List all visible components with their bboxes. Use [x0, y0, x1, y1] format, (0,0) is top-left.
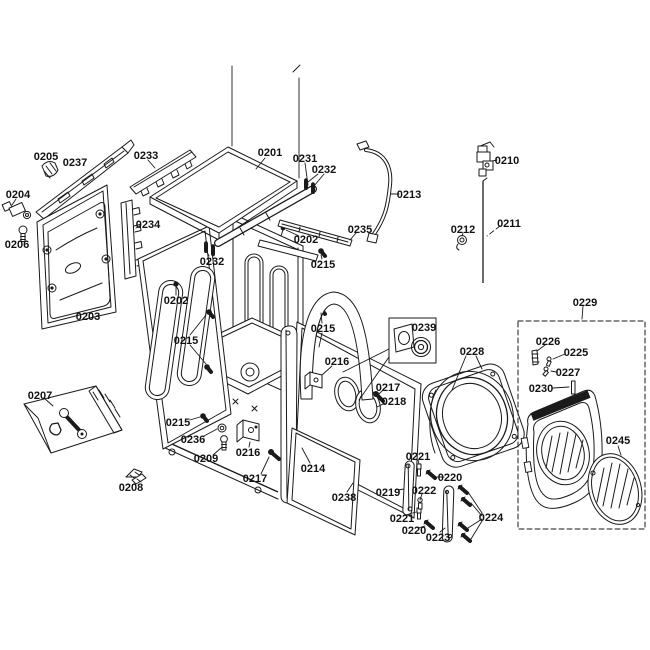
grommet-0212 — [456, 235, 467, 251]
part-label-0220: 0220 — [402, 525, 426, 537]
bracket-0216-upper — [304, 371, 323, 390]
part-label-0215: 0215 — [311, 323, 335, 335]
alignment-lines — [231, 64, 301, 179]
part-label-0239: 0239 — [412, 322, 436, 334]
part-label-0237: 0237 — [63, 157, 87, 169]
part-label-0223: 0223 — [426, 532, 450, 544]
shaft-part-0204 — [1, 201, 32, 220]
part-label-0216: 0216 — [325, 356, 349, 368]
rail-0233 — [129, 149, 197, 197]
part-label-0226: 0226 — [536, 336, 560, 348]
part-label-0228: 0228 — [460, 346, 484, 358]
clip-0208 — [125, 468, 147, 485]
part-label-0212: 0212 — [451, 224, 475, 236]
part-label-0215: 0215 — [174, 335, 198, 347]
part-label-0202: 0202 — [294, 234, 318, 246]
bracket-strip-0234 — [120, 199, 144, 280]
part-label-0203: 0203 — [76, 311, 100, 323]
pin-0227 — [542, 366, 549, 377]
part-label-0204: 0204 — [6, 189, 31, 201]
part-label-0231: 0231 — [293, 153, 317, 165]
tool-bag-0207 — [23, 385, 123, 454]
door-frame — [520, 389, 603, 509]
rear-panel-0203 — [36, 184, 117, 330]
part-label-0206: 0206 — [5, 239, 29, 251]
wrench-icon — [59, 408, 87, 439]
part-label-0224: 0224 — [479, 512, 504, 524]
part-label-0208: 0208 — [119, 482, 143, 494]
part-label-0217: 0217 — [376, 382, 400, 394]
part-label-0221: 0221 — [390, 513, 414, 525]
part-label-0236: 0236 — [181, 434, 205, 446]
hinge-pin-0221-top — [416, 463, 422, 477]
screws-0224 — [457, 484, 472, 543]
hinge-pin-0221-bottom — [416, 507, 422, 520]
part-label-0217: 0217 — [243, 473, 267, 485]
part-label-0225: 0225 — [564, 347, 588, 359]
part-label-0232: 0232 — [200, 256, 224, 268]
side-panel-0202 — [137, 225, 232, 450]
hose-0213 — [356, 140, 393, 244]
rail-0237 — [35, 139, 135, 220]
nut-0236 — [217, 423, 227, 433]
part-label-0216: 0216 — [236, 447, 260, 459]
screws-0220 — [423, 469, 437, 530]
part-label-0235: 0235 — [348, 224, 372, 236]
part-label-0205: 0205 — [34, 151, 58, 163]
part-label-0234: 0234 — [136, 219, 161, 231]
part-label-0238: 0238 — [332, 492, 356, 504]
crossbar-0231 — [214, 185, 317, 247]
rod-0211 — [482, 177, 488, 283]
part-label-0213: 0213 — [397, 189, 421, 201]
part-label-0209: 0209 — [194, 453, 218, 465]
part-label-0221: 0221 — [406, 451, 430, 463]
screw-0209 — [220, 435, 228, 451]
part-label-0227: 0227 — [556, 367, 580, 379]
front-panel-0228 — [421, 363, 525, 468]
part-label-0215: 0215 — [166, 417, 190, 429]
part-label-0229: 0229 — [573, 297, 597, 309]
door-glass-0245 — [587, 453, 643, 525]
leader-lines — [11, 157, 622, 540]
seal-detail-box-0239 — [342, 317, 437, 401]
part-label-0230: 0230 — [529, 383, 553, 395]
hinge-part-0205 — [41, 161, 59, 179]
part-label-0232: 0232 — [312, 164, 336, 176]
part-label-0218: 0218 — [382, 396, 406, 408]
part-label-0220: 0220 — [438, 472, 462, 484]
door-lock-0210 — [476, 141, 495, 177]
part-label-0219: 0219 — [376, 487, 400, 499]
screws-0217 — [268, 391, 385, 461]
part-label-0202: 0202 — [164, 295, 188, 307]
hinge-bar-0219 — [402, 460, 415, 516]
part-label-0222: 0222 — [412, 485, 436, 497]
part-label-0214: 0214 — [301, 463, 326, 475]
part-label-0233: 0233 — [134, 150, 158, 162]
pin-0230 — [571, 380, 576, 395]
part-label-0201: 0201 — [258, 147, 282, 159]
part-label-0245: 0245 — [606, 435, 630, 447]
bracket-0226 — [531, 349, 540, 366]
screw-0206 — [18, 225, 28, 242]
bracket-0216-lower — [236, 419, 260, 443]
part-label-0215: 0215 — [311, 259, 335, 271]
door-assembly-box-0229 — [517, 320, 646, 530]
part-label-0210: 0210 — [495, 155, 519, 167]
pin-0225 — [545, 356, 552, 367]
top-panel-0201 — [149, 146, 298, 241]
part-label-0207: 0207 — [28, 390, 52, 402]
rail-0235 — [277, 219, 353, 247]
part-label-0211: 0211 — [497, 218, 521, 230]
